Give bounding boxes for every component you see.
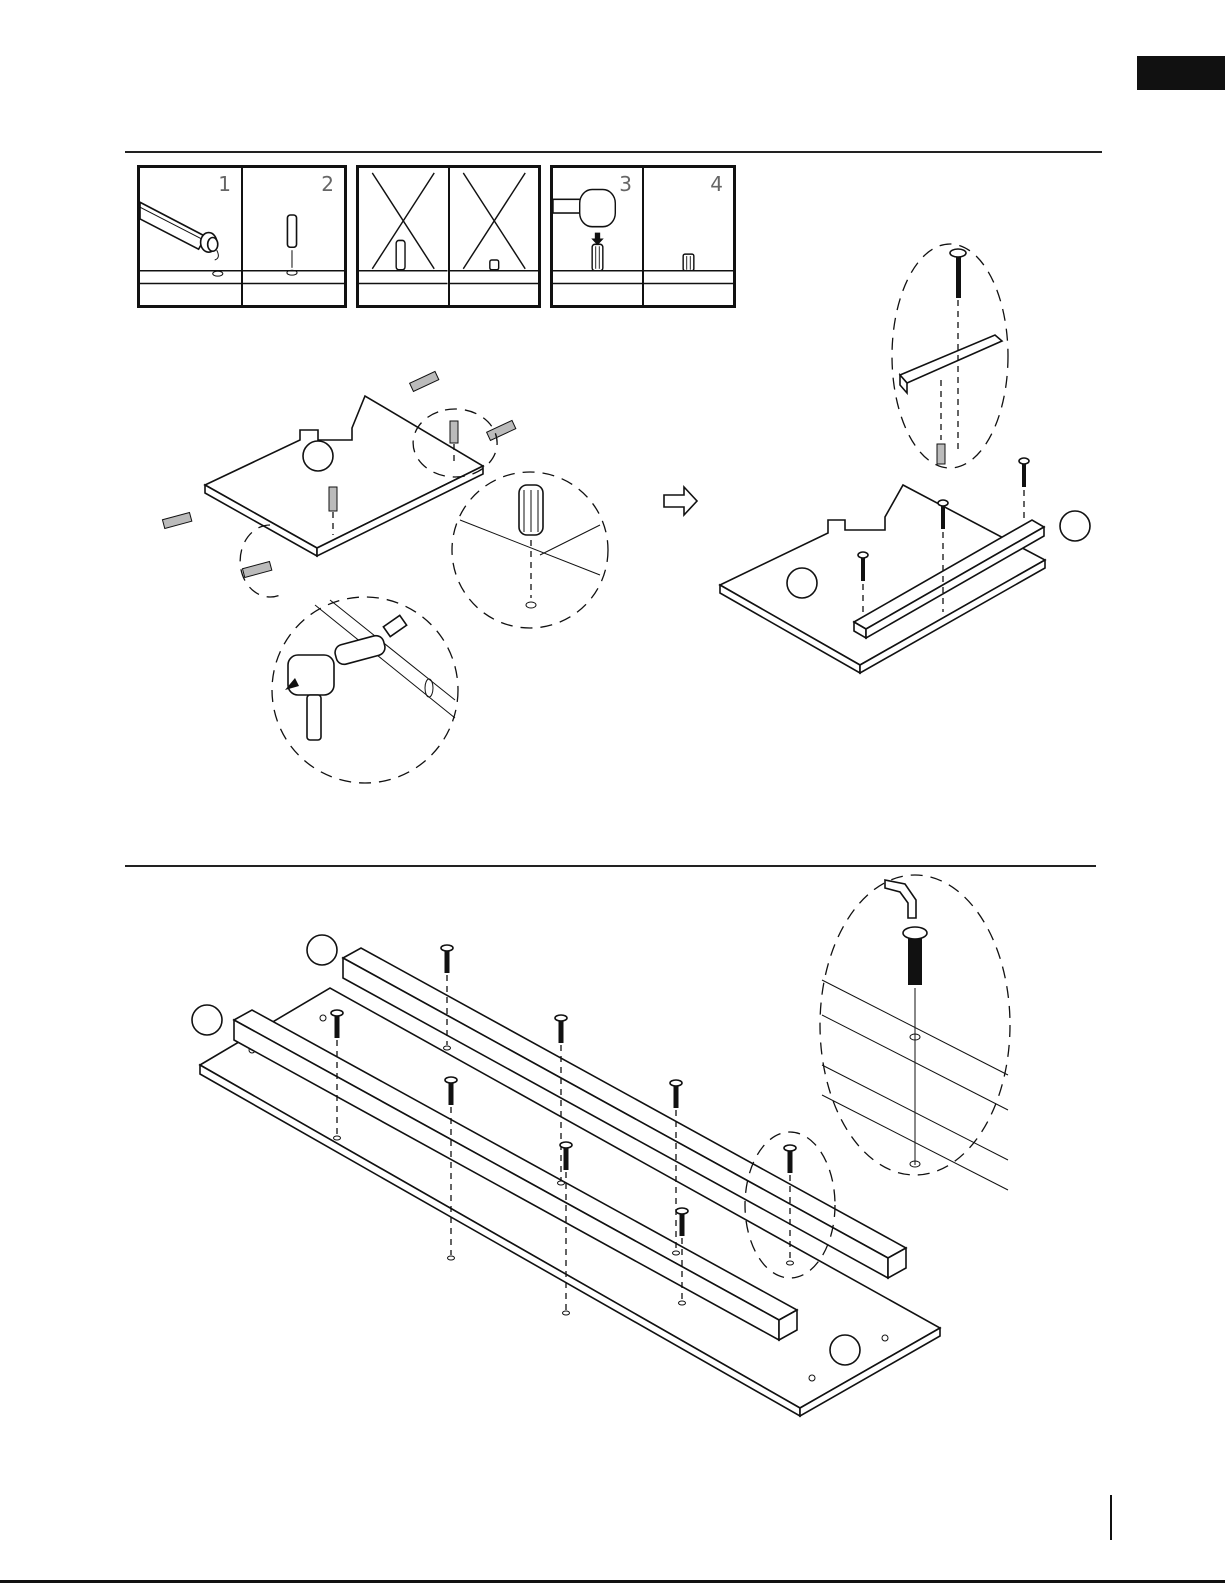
bottom-rule	[0, 1580, 1225, 1583]
page-number-bar	[1110, 1495, 1112, 1540]
step-b-diagram	[0, 870, 1225, 1460]
screw-icon	[449, 1081, 454, 1105]
screw-icon	[559, 1019, 564, 1043]
screw-icon	[788, 1149, 793, 1173]
screw-icon	[674, 1084, 679, 1108]
panel-with-rail	[720, 244, 1090, 673]
next-arrow-icon	[664, 487, 697, 515]
screw-hole	[448, 1256, 455, 1260]
screw-hole	[444, 1046, 451, 1050]
part-label-circle	[1060, 511, 1090, 541]
screw-head	[560, 1142, 572, 1148]
screw-head	[441, 945, 453, 951]
part-label-circle	[307, 935, 337, 965]
screw-head	[331, 1010, 343, 1016]
screw-head	[445, 1077, 457, 1083]
mallet-zoom-detail	[272, 597, 458, 783]
part-label-circle	[192, 1005, 222, 1035]
dowel-zoom-detail	[452, 472, 608, 628]
screw-icon	[564, 1146, 569, 1170]
part-label-circle	[787, 568, 817, 598]
screw-icon	[445, 949, 450, 973]
screw-head	[676, 1208, 688, 1214]
step-a-diagram	[0, 0, 1225, 870]
screw-head	[555, 1015, 567, 1021]
screw-icon	[335, 1014, 340, 1038]
screw-head	[670, 1080, 682, 1086]
panel-with-dowels	[162, 371, 515, 597]
part-label-circle	[830, 1335, 860, 1365]
screw-hole	[563, 1311, 570, 1315]
screw-icon	[680, 1212, 685, 1236]
screw-head	[784, 1145, 796, 1151]
part-label-circle	[303, 441, 333, 471]
